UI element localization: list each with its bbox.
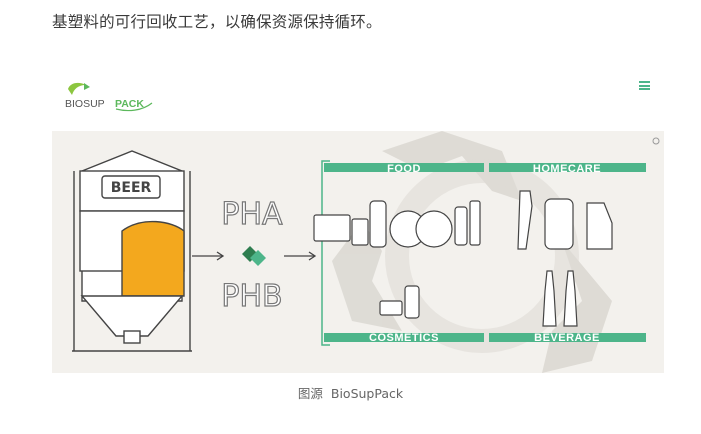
figure-caption: 图源 BioSupPack bbox=[0, 383, 701, 402]
logo-text-prefix: BIOSUP bbox=[65, 98, 105, 110]
logo-leaf-icon: BIOSUP PACK bbox=[65, 82, 153, 112]
cosmetics-icons bbox=[379, 285, 420, 319]
material-pha-label: PHA bbox=[221, 197, 283, 232]
category-food: FOOD bbox=[387, 163, 421, 175]
arrow-right-icon bbox=[192, 251, 317, 261]
menu-bar bbox=[639, 88, 650, 90]
menu-bar bbox=[639, 84, 650, 87]
material-phb-label: PHB bbox=[221, 279, 282, 314]
food-packaging-icons bbox=[313, 200, 481, 248]
tank-label: BEER bbox=[111, 180, 152, 196]
caption-prefix: 图源 bbox=[297, 386, 323, 401]
beer-silo bbox=[72, 150, 192, 352]
category-cosmetics: COSMETICS bbox=[369, 332, 439, 344]
site-logo[interactable]: BIOSUP PACK bbox=[64, 82, 164, 112]
molecule-icon bbox=[242, 246, 266, 266]
category-homecare: HOMECARE bbox=[533, 163, 601, 175]
menu-bar bbox=[639, 81, 650, 83]
logo-text-suffix: PACK bbox=[115, 98, 144, 110]
infographic: BEER PHA PHB FOOD HOMECARE COSMETICS bbox=[52, 131, 664, 373]
article-figure: BIOSUP PACK bbox=[52, 62, 664, 373]
beverage-bottles-icons bbox=[542, 270, 578, 327]
caption-source: BioSupPack bbox=[330, 386, 404, 401]
menu-icon[interactable] bbox=[639, 81, 650, 90]
homecare-bottles-icons bbox=[517, 190, 613, 250]
carousel-indicator-icon bbox=[652, 137, 660, 145]
category-beverage: BEVERAGE bbox=[534, 332, 600, 344]
body-paragraph: 基塑料的可行回收工艺，以确保资源保持循环。 bbox=[52, 13, 382, 31]
